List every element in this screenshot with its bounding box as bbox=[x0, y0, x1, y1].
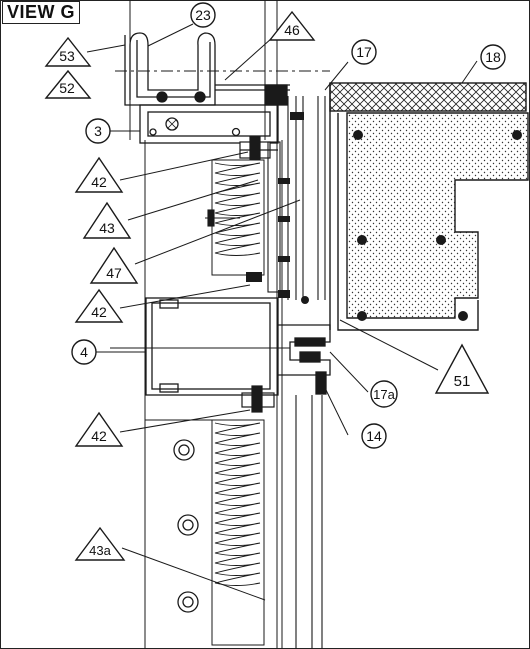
mid-transom bbox=[110, 297, 331, 396]
callout-53: 53 bbox=[44, 36, 92, 67]
svg-text:14: 14 bbox=[366, 428, 382, 444]
callout-17a: 17a bbox=[370, 380, 398, 408]
callout-18: 18 bbox=[480, 44, 506, 70]
svg-text:47: 47 bbox=[106, 265, 122, 281]
callout-42-lower: 42 bbox=[74, 411, 124, 447]
svg-text:4: 4 bbox=[80, 344, 88, 360]
svg-text:43: 43 bbox=[99, 220, 115, 236]
gutter-bracket bbox=[115, 32, 330, 106]
callout-14: 14 bbox=[361, 423, 387, 449]
callout-43: 43 bbox=[82, 201, 132, 239]
callout-43a: 43a bbox=[74, 526, 126, 561]
svg-text:52: 52 bbox=[59, 80, 75, 96]
svg-text:3: 3 bbox=[94, 123, 102, 139]
svg-text:23: 23 bbox=[195, 7, 211, 23]
lower-clamp bbox=[241, 385, 275, 413]
leader-lines bbox=[86, 23, 478, 601]
svg-text:53: 53 bbox=[59, 48, 75, 64]
callout-42-middle: 42 bbox=[74, 288, 124, 323]
lower-glazing-lines bbox=[295, 395, 323, 649]
callout-47: 47 bbox=[89, 246, 139, 284]
concrete-slab bbox=[329, 82, 529, 331]
callout-52: 52 bbox=[44, 69, 92, 99]
svg-text:43a: 43a bbox=[89, 543, 111, 558]
svg-text:17a: 17a bbox=[373, 387, 395, 402]
glazing-fasteners bbox=[246, 112, 304, 298]
svg-text:51: 51 bbox=[454, 373, 471, 390]
svg-text:42: 42 bbox=[91, 304, 107, 320]
svg-text:42: 42 bbox=[91, 174, 107, 190]
callout-17: 17 bbox=[351, 39, 377, 65]
svg-text:42: 42 bbox=[91, 428, 107, 444]
svg-text:46: 46 bbox=[284, 22, 300, 38]
callout-4: 4 bbox=[71, 339, 97, 365]
screw-47 bbox=[205, 209, 240, 227]
slab-anchors bbox=[301, 130, 522, 321]
view-title: VIEW G bbox=[6, 2, 75, 22]
callout-3: 3 bbox=[85, 118, 111, 144]
svg-text:18: 18 bbox=[485, 49, 501, 65]
view-title-box: VIEW G bbox=[2, 1, 80, 24]
callout-46: 46 bbox=[268, 10, 316, 41]
top-transom bbox=[139, 84, 290, 144]
callout-23: 23 bbox=[190, 2, 216, 28]
svg-text:17: 17 bbox=[356, 44, 372, 60]
glazing-lines bbox=[267, 96, 326, 300]
callout-42-upper: 42 bbox=[74, 156, 124, 193]
mullion-lines bbox=[129, 0, 283, 649]
lower-bolts bbox=[173, 439, 199, 613]
insulation-lower bbox=[145, 419, 265, 646]
callout-51: 51 bbox=[434, 343, 490, 394]
upper-clamp bbox=[239, 136, 278, 164]
